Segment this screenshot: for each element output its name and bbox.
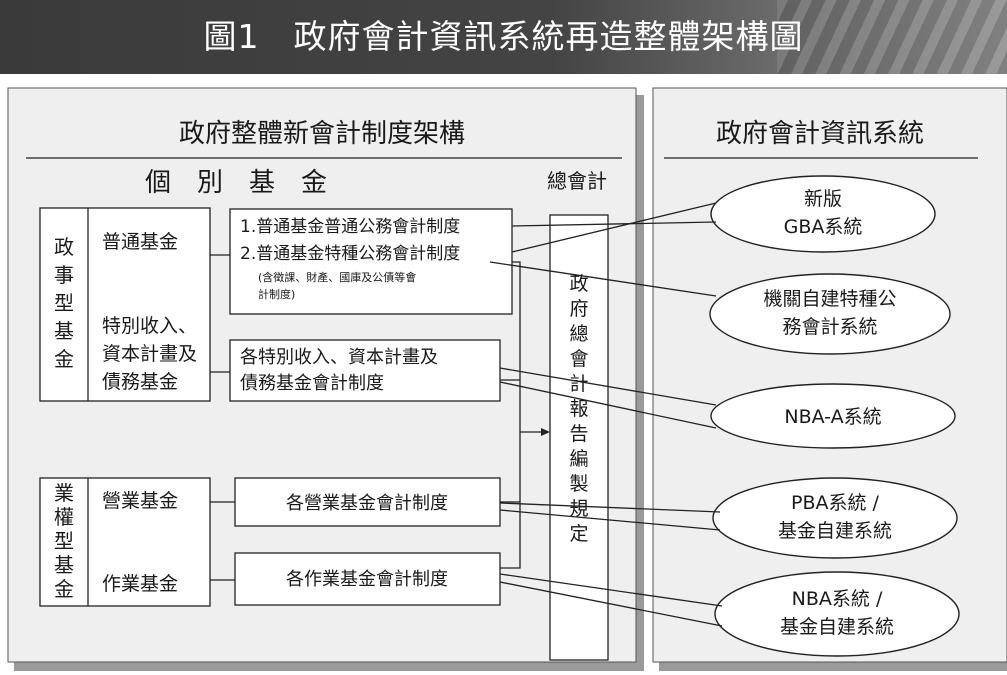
general-fund-note: (含徵課、財產、國庫及公債等會 xyxy=(258,270,416,284)
governmental-fund-box xyxy=(39,207,211,402)
leader-line-nba xyxy=(499,573,723,607)
enterprise-fund-system: 各營業基金會計制度 xyxy=(286,493,448,514)
system-ellipse-text: GBA系統 xyxy=(784,216,863,238)
biz-fund-label-char: 金 xyxy=(54,577,74,601)
figure-title: 圖1 政府會計資訊系統再造整體架構圖 xyxy=(203,17,804,56)
leader-line-pba xyxy=(499,502,721,513)
system-ellipse-nba xyxy=(714,571,960,657)
general-fund-label: 普通基金 xyxy=(102,231,178,253)
system-ellipse-text: NBA-A系統 xyxy=(784,406,881,428)
report-rules-text: 政 府 總 會 計 報 告 編 製 規 定 xyxy=(569,273,588,545)
system-ellipse-gba xyxy=(710,175,936,253)
report-rules-char: 會 xyxy=(569,348,588,370)
operating-fund-system: 各作業基金會計制度 xyxy=(286,569,448,590)
system-ellipse-text: 新版 xyxy=(804,188,842,210)
system-ellipse-text: 基金自建系統 xyxy=(778,520,892,542)
gov-fund-label-char: 金 xyxy=(54,347,74,371)
special-fund-line: 特別收入、 xyxy=(102,315,197,337)
special-fund-system-line: 債務基金會計制度 xyxy=(240,373,384,394)
report-rules-char: 總 xyxy=(569,323,588,345)
business-fund-label: 業 權 型 基 金 xyxy=(54,481,74,601)
report-rules-char: 告 xyxy=(569,423,588,445)
gov-fund-label-char: 政 xyxy=(54,235,74,259)
report-rules-char: 報 xyxy=(569,398,588,420)
biz-fund-label-char: 業 xyxy=(54,481,74,505)
biz-fund-label-char: 基 xyxy=(54,553,74,577)
system-ellipse-text: 基金自建系統 xyxy=(780,616,894,638)
special-fund-line: 資本計畫及 xyxy=(102,343,197,365)
arrow-head-icon xyxy=(541,428,550,436)
system-ellipse-text: 機關自建特種公 xyxy=(763,288,896,310)
system-ellipse-nba-a xyxy=(710,383,956,449)
special-fund-line: 債務基金 xyxy=(102,371,178,393)
leader-line-gba xyxy=(511,202,717,253)
enterprise-fund-system-box xyxy=(234,477,501,527)
system-ellipse-agency-built xyxy=(709,273,951,355)
general-fund-note: 計制度) xyxy=(258,287,295,301)
governmental-fund-label: 政 事 型 基 金 xyxy=(54,235,74,371)
system-ellipse-text: PBA系統 / xyxy=(791,492,880,514)
report-rules-char: 政 xyxy=(569,273,588,295)
report-rules-char: 製 xyxy=(569,473,588,495)
report-rules-char: 編 xyxy=(569,448,588,470)
report-rules-char: 計 xyxy=(569,373,588,395)
special-fund-system-line: 各特別收入、資本計畫及 xyxy=(240,347,438,368)
leader-line-gba xyxy=(511,221,717,227)
operating-fund-label: 作業基金 xyxy=(102,573,178,595)
report-rules-char: 規 xyxy=(569,498,588,520)
individual-funds-heading: 個 別 基 金 xyxy=(145,168,327,198)
right-panel-heading: 政府會計資訊系統 xyxy=(716,119,924,149)
general-fund-system-1: 1.普通基金普通公務會計制度 xyxy=(240,217,460,237)
biz-fund-label-char: 型 xyxy=(54,529,74,553)
gov-fund-label-char: 型 xyxy=(54,291,74,315)
system-ellipse-text: 務會計系統 xyxy=(782,316,877,338)
banner-decoration xyxy=(777,0,1007,74)
operating-fund-system-box xyxy=(234,552,501,606)
system-ellipse-text: NBA系統 / xyxy=(792,588,883,610)
aggregation-bracket xyxy=(500,261,521,569)
special-fund-systems-box xyxy=(229,339,501,402)
business-fund-box xyxy=(39,477,211,607)
gov-fund-label-char: 基 xyxy=(54,319,74,343)
left-panel-heading: 政府整體新會計制度架構 xyxy=(179,119,465,149)
report-rules-char: 定 xyxy=(569,523,588,545)
enterprise-fund-label: 營業基金 xyxy=(102,490,178,512)
biz-fund-label-char: 權 xyxy=(54,505,74,529)
system-ellipse-pba xyxy=(712,477,958,559)
gov-fund-label-char: 事 xyxy=(54,263,74,287)
title-banner: 圖1 政府會計資訊系統再造整體架構圖 xyxy=(0,0,1007,74)
leader-line-nba-a xyxy=(499,381,717,429)
leader-line-agency-built xyxy=(489,261,717,297)
leader-line-nba-a xyxy=(499,367,717,406)
leader-line-pba xyxy=(499,509,721,531)
leader-line-nba xyxy=(499,581,723,627)
general-fund-system-2: 2.普通基金特種公務會計制度 xyxy=(240,244,460,264)
report-rules-char: 府 xyxy=(569,298,588,320)
general-accounting-heading: 總會計 xyxy=(547,169,607,193)
general-fund-systems-box xyxy=(229,208,513,315)
